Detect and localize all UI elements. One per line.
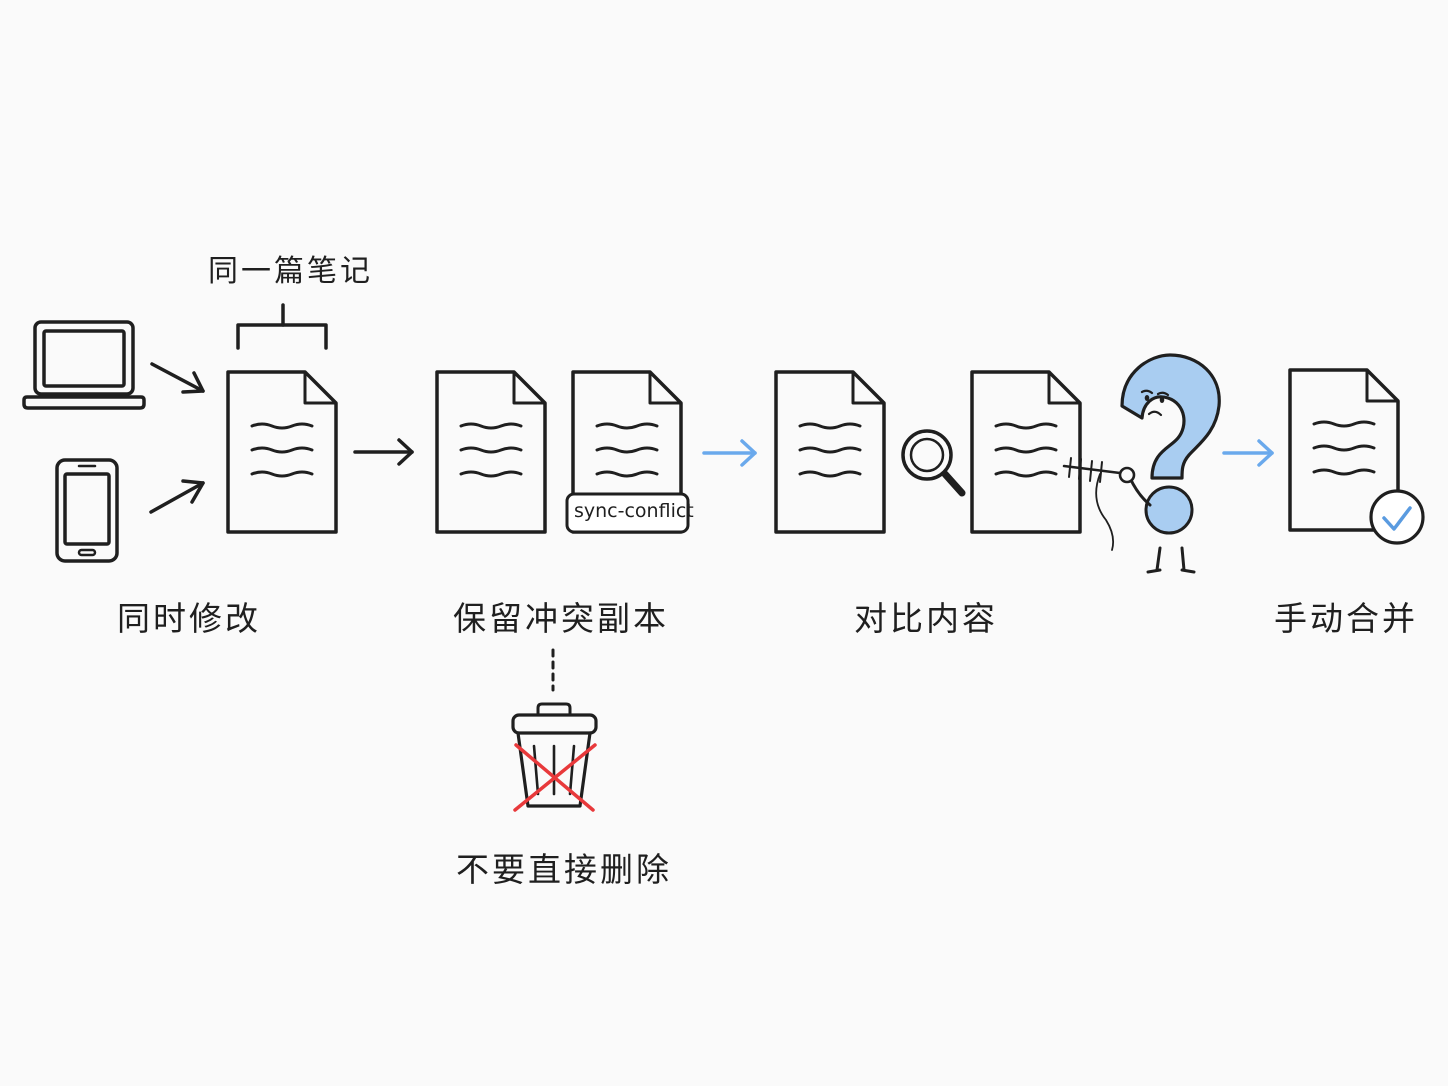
step-label-merge: 手动合并 (1274, 599, 1418, 638)
flow-arrow-2 (702, 439, 757, 467)
phone-icon (55, 458, 119, 563)
step-label-compare: 对比内容 (854, 599, 998, 638)
warning-label: 不要直接删除 (456, 850, 672, 889)
magnifier-icon (901, 429, 966, 497)
phone-to-note-arrow (149, 479, 205, 514)
original-document-icon (435, 370, 547, 534)
step-label-keep-copy: 保留冲突副本 (453, 599, 669, 638)
laptop-icon (22, 320, 146, 410)
same-note-bracket (236, 303, 328, 350)
question-mark-character-icon (1062, 353, 1221, 574)
sync-conflict-tag (565, 492, 690, 534)
check-badge-icon (1369, 489, 1425, 545)
trash-can-icon (511, 702, 598, 808)
sync-conflict-tag-label: sync-conflict (574, 500, 694, 522)
flow-arrow-1 (353, 438, 414, 466)
compare-document-a-icon (774, 370, 886, 534)
same-note-label: 同一篇笔记 (208, 254, 373, 289)
flow-arrow-3 (1222, 439, 1274, 467)
cross-icon (513, 743, 597, 812)
step-label-modify: 同时修改 (117, 599, 261, 638)
compare-document-b-icon (970, 370, 1082, 534)
laptop-to-note-arrow (150, 362, 205, 394)
shared-note-document-icon (226, 370, 338, 534)
